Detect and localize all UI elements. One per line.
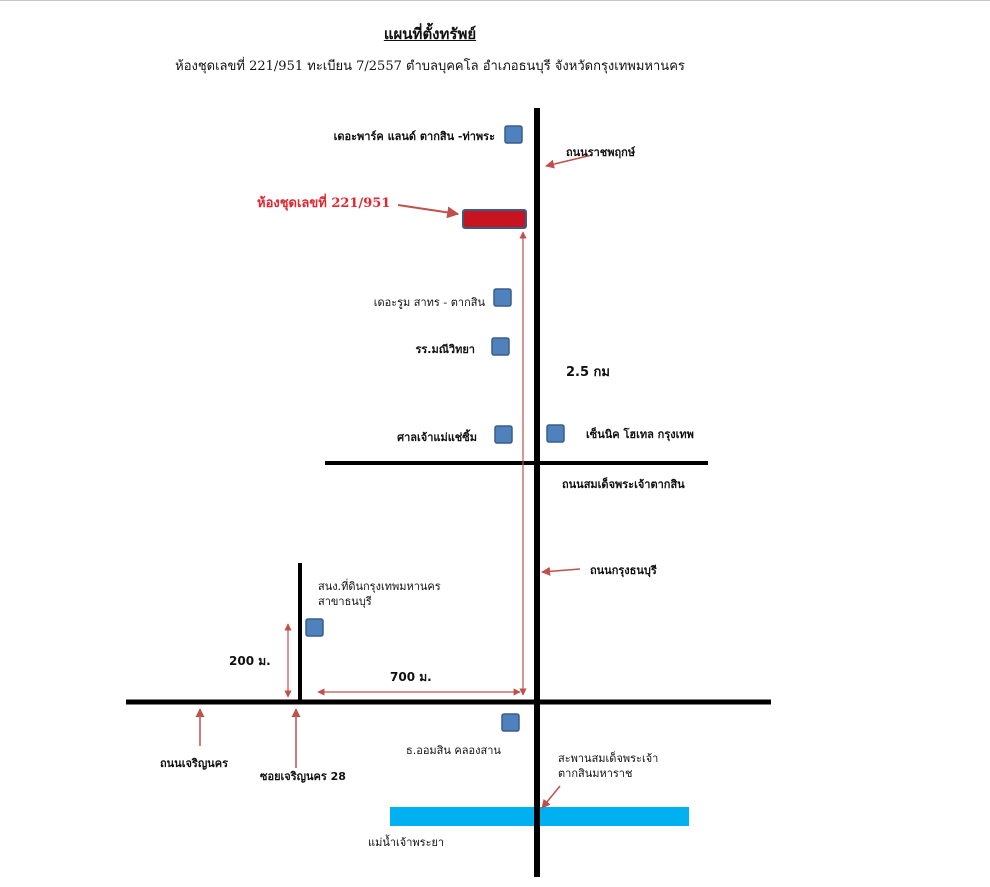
marker-shrine <box>494 425 513 444</box>
label-river: แม่น้ำเจ้าพระยา <box>368 836 445 849</box>
top-border <box>0 0 990 1</box>
label-soi-28: ซอยเจริญนคร 28 <box>260 770 346 783</box>
marker-park-land <box>504 125 523 144</box>
label-road-ratchaphruek: ถนนราชพฤกษ์ <box>566 146 636 159</box>
label-bank: ธ.ออมสิน คลองสาน <box>406 744 501 757</box>
property-marker <box>462 209 527 229</box>
label-bridge: สะพานสมเด็จพระเจ้า ตากสินมหาราช <box>558 752 659 780</box>
label-distance-horizontal: 700 ม. <box>390 670 432 684</box>
label-road-somdet-taksin: ถนนสมเด็จพระเจ้าตากสิน <box>562 478 685 491</box>
marker-hotel <box>546 424 565 443</box>
marker-land-office <box>305 618 324 637</box>
arrow-ratchaphruek <box>545 154 593 169</box>
map-title: แผนที่ตั้งทรัพย์ <box>383 25 477 43</box>
label-park-land: เดอะพาร์ค แลนด์ ตากสิน -ท่าพระ <box>333 130 495 143</box>
arrow-property <box>397 204 460 219</box>
label-shrine: ศาลเจ้าแม่แช่ซิ้ม <box>397 431 477 444</box>
map-subtitle: ห้องชุดเลขที่ 221/951 ทะเบียน 7/2557 ตำบ… <box>175 59 685 74</box>
arrow-bridge <box>541 785 561 809</box>
label-hotel: เซ็นนิค โฮเทล กรุงเทพ <box>586 428 694 441</box>
arrow-krung-thonburi <box>541 566 581 576</box>
label-road-charoen-nakhon: ถนนเจริญนคร <box>160 757 228 770</box>
label-road-krung-thonburi: ถนนกรุงธนบุรี <box>590 564 657 577</box>
label-school: รร.มณีวิทยา <box>415 343 475 356</box>
label-distance-vertical: 200 ม. <box>229 654 271 668</box>
label-distance-main: 2.5 กม <box>566 365 610 380</box>
marker-bank <box>501 713 520 732</box>
label-land-office: สนง.ที่ดินกรุงเทพมหานคร สาขาธนบุรี <box>318 580 441 608</box>
label-the-room: เดอะรูม สาทร - ตากสิน <box>373 296 485 309</box>
marker-the-room <box>493 288 512 307</box>
marker-school <box>491 337 510 356</box>
property-label: ห้องชุดเลขที่ 221/951 <box>257 196 391 211</box>
